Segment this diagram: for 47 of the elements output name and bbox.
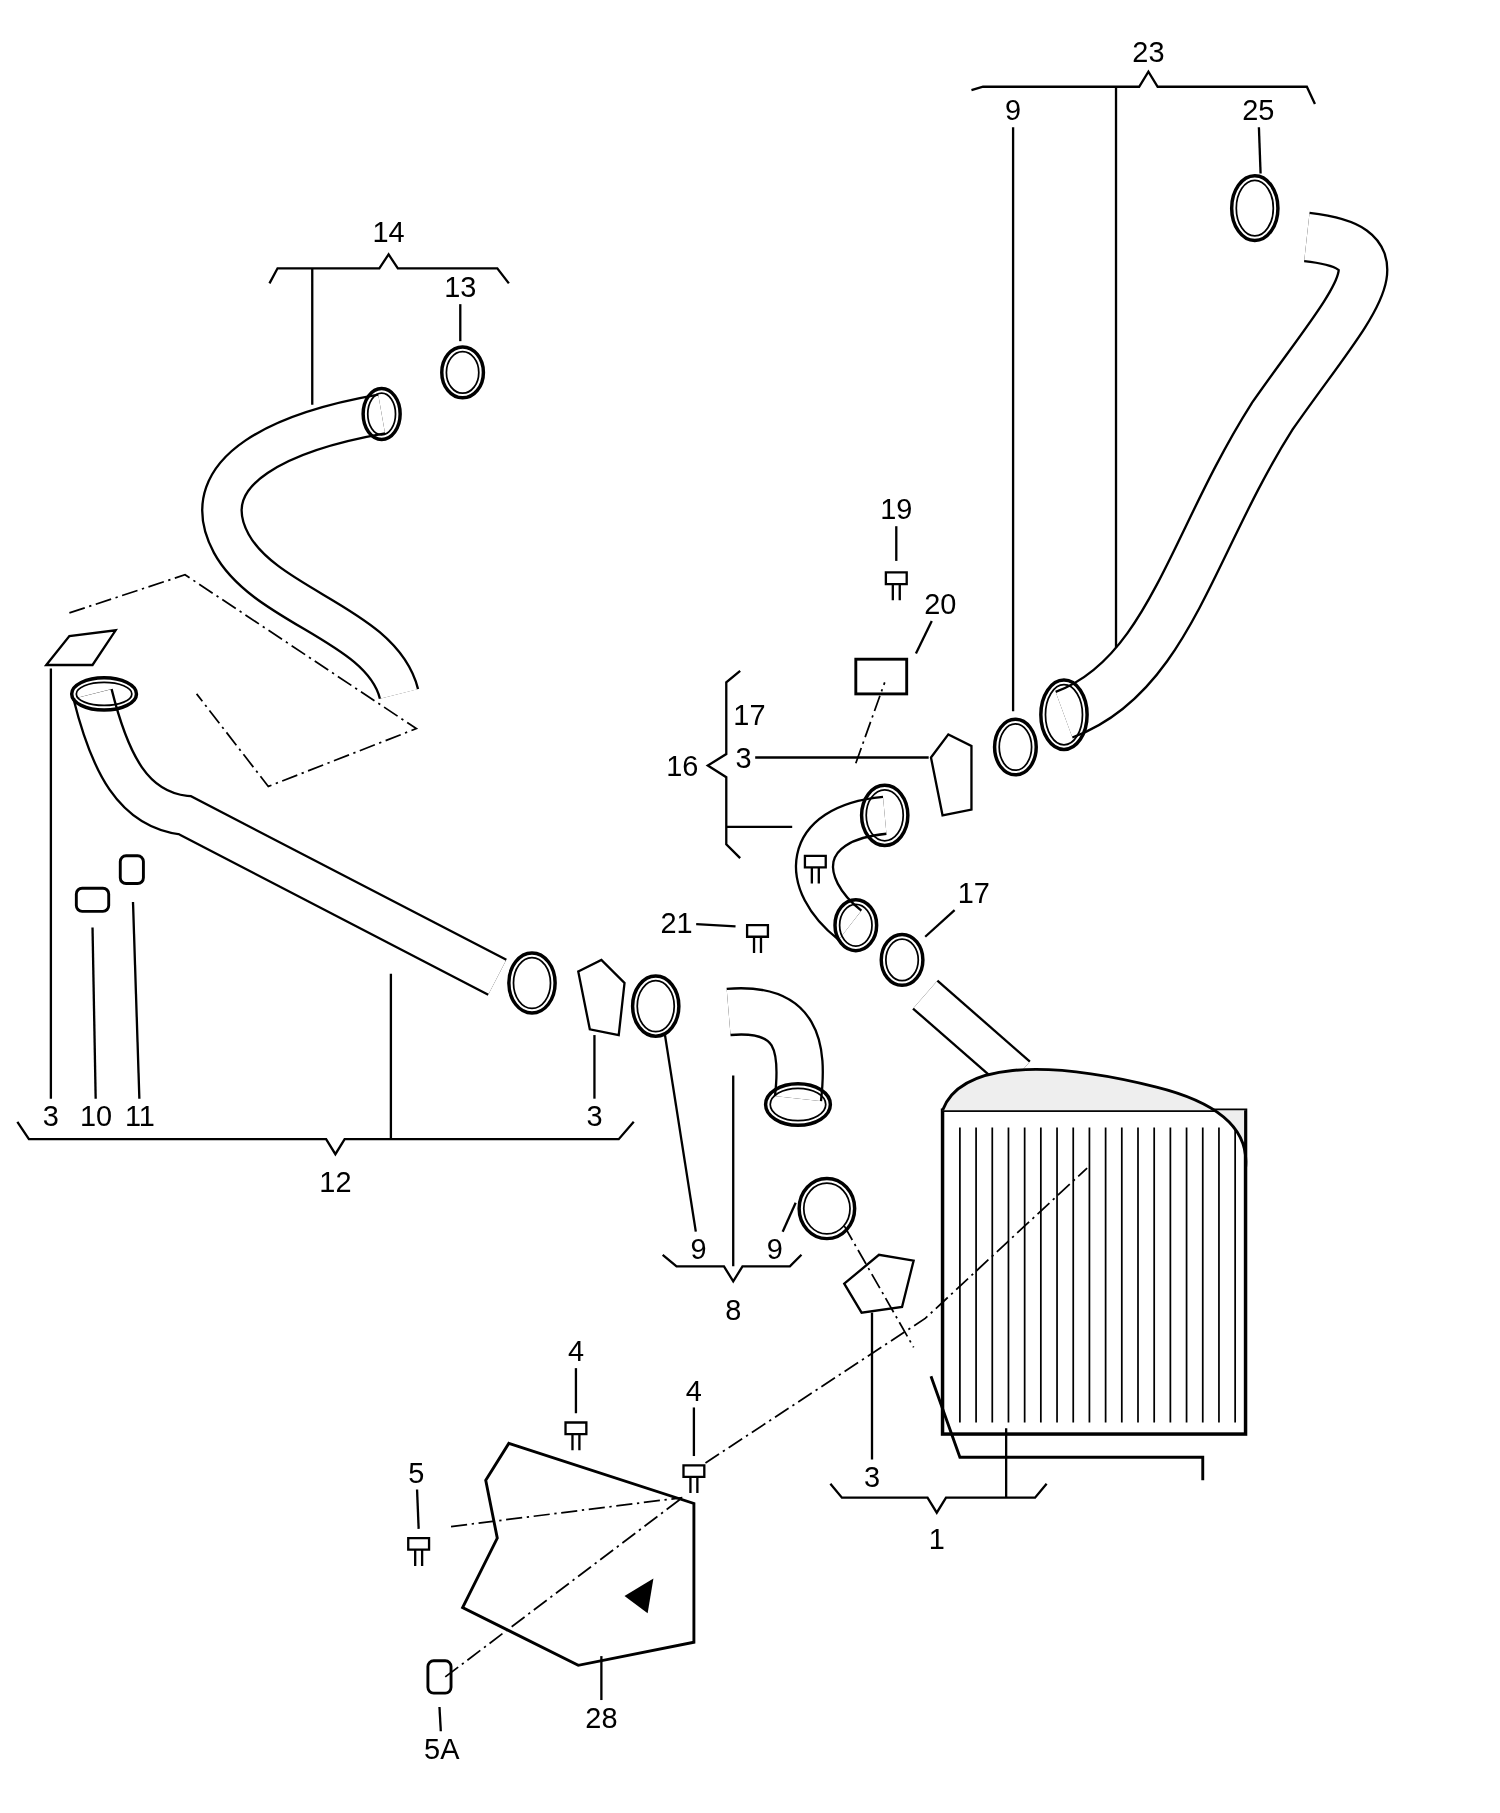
callout-number: 10 — [79, 1101, 113, 1132]
leader-line — [49, 668, 53, 1099]
callout-number: 3 — [586, 1101, 603, 1132]
callout-number: 9 — [1005, 94, 1022, 125]
leader-line — [438, 1706, 442, 1732]
leader-line — [755, 756, 929, 759]
callout-number: 28 — [585, 1702, 618, 1733]
callout-number: 25 — [1242, 94, 1275, 125]
leader-line — [415, 1489, 420, 1529]
leader-line — [91, 927, 97, 1099]
callout-number: 11 — [124, 1101, 155, 1132]
callout-number: 13 — [444, 271, 477, 302]
callout-number: 4 — [567, 1335, 584, 1366]
callout-number: 19 — [880, 493, 913, 524]
leader-line — [663, 1034, 697, 1232]
leader-line — [459, 304, 462, 342]
callout-number: 8 — [725, 1294, 742, 1325]
leader-line — [895, 526, 898, 561]
callout-number: 1 — [928, 1523, 945, 1554]
leader-line — [870, 1312, 874, 1460]
callout-number: 21 — [660, 907, 693, 938]
callout-number: 3 — [735, 742, 752, 773]
callout-number: 9 — [690, 1234, 707, 1265]
callout-number: 17 — [957, 877, 990, 908]
leader-line — [924, 909, 956, 938]
callout-number: 5A — [424, 1733, 460, 1764]
leader-line — [1257, 127, 1262, 174]
callout-number: 3 — [863, 1461, 881, 1492]
leader-line — [600, 1656, 603, 1701]
leader-line — [574, 1368, 578, 1414]
callout-number: 4 — [685, 1375, 702, 1406]
callout-number: 14 — [372, 216, 405, 247]
leader-line — [1011, 127, 1015, 712]
leader-line — [914, 620, 933, 654]
leader-line — [131, 902, 141, 1099]
callout-number: 16 — [666, 750, 699, 781]
callout-number: 5 — [408, 1457, 425, 1488]
callout-number: 20 — [924, 588, 957, 619]
callout-number: 12 — [319, 1166, 352, 1197]
leader-line — [593, 1035, 596, 1099]
leader-line — [692, 1407, 696, 1457]
callout-number: 23 — [1132, 37, 1165, 68]
leader-line — [781, 1202, 797, 1233]
callout-number: 9 — [766, 1234, 783, 1265]
leader-line — [696, 922, 736, 928]
callout-number: 3 — [42, 1101, 59, 1132]
callout-number: 17 — [733, 699, 766, 730]
